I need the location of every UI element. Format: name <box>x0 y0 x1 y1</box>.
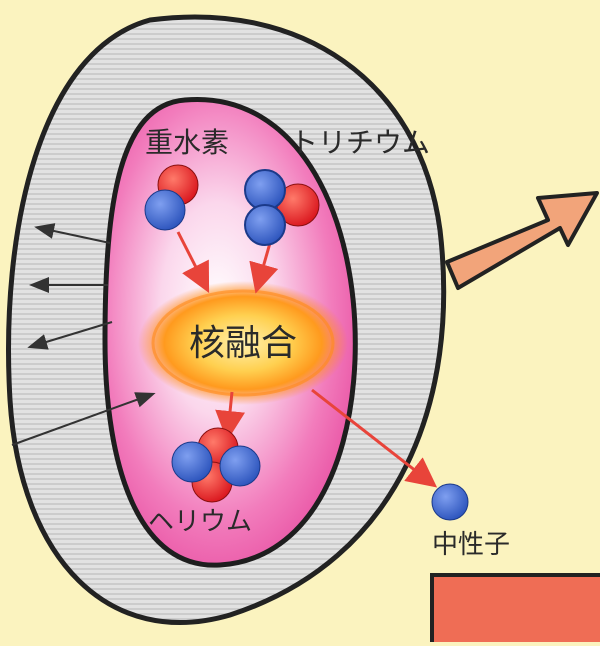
tritium-label: トリチウム <box>290 126 430 159</box>
deuterium-label: 重水素 <box>145 126 229 159</box>
neutron-particle <box>432 484 468 520</box>
neutron-label: 中性子 <box>432 530 510 560</box>
outlet-arrow <box>447 193 597 288</box>
helium-label: ヘリウム <box>148 507 252 537</box>
corner-panel <box>432 575 600 642</box>
fusion-label: 核融合 <box>189 323 297 364</box>
